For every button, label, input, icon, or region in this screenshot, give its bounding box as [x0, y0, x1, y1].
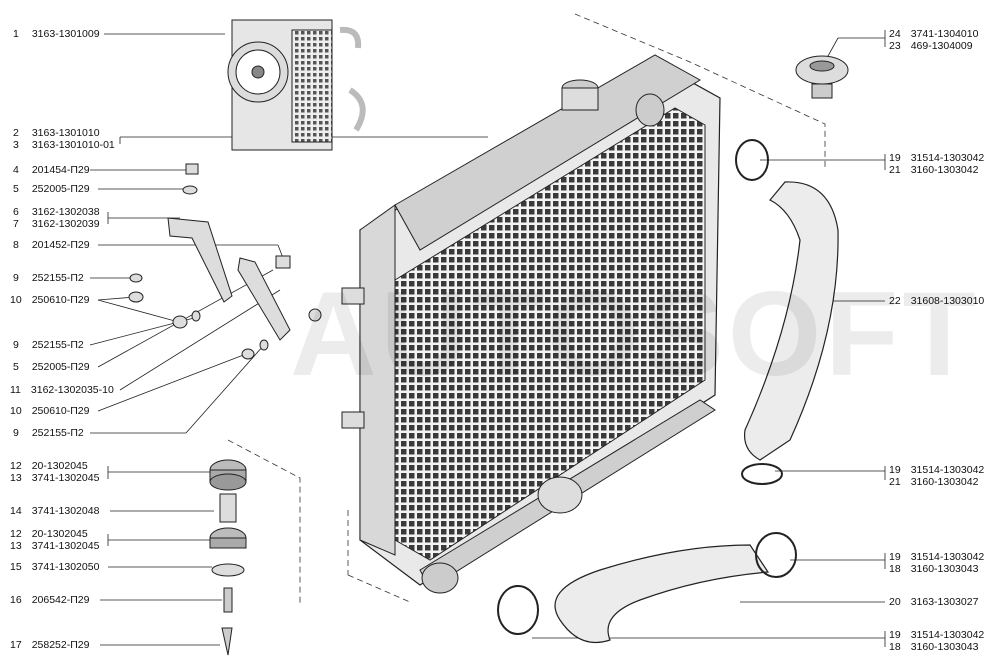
lower-hose — [554, 544, 770, 644]
radiator-core — [341, 54, 721, 594]
mounting-bracket-parts — [128, 163, 322, 360]
watermark: AUTOSOFT — [290, 267, 980, 401]
upper-hose — [743, 181, 839, 461]
rubber-mount-stack — [209, 459, 247, 656]
radiator-cap — [795, 55, 849, 99]
hose-clamps — [497, 139, 797, 635]
fan-shroud-thumbnail — [227, 19, 366, 151]
